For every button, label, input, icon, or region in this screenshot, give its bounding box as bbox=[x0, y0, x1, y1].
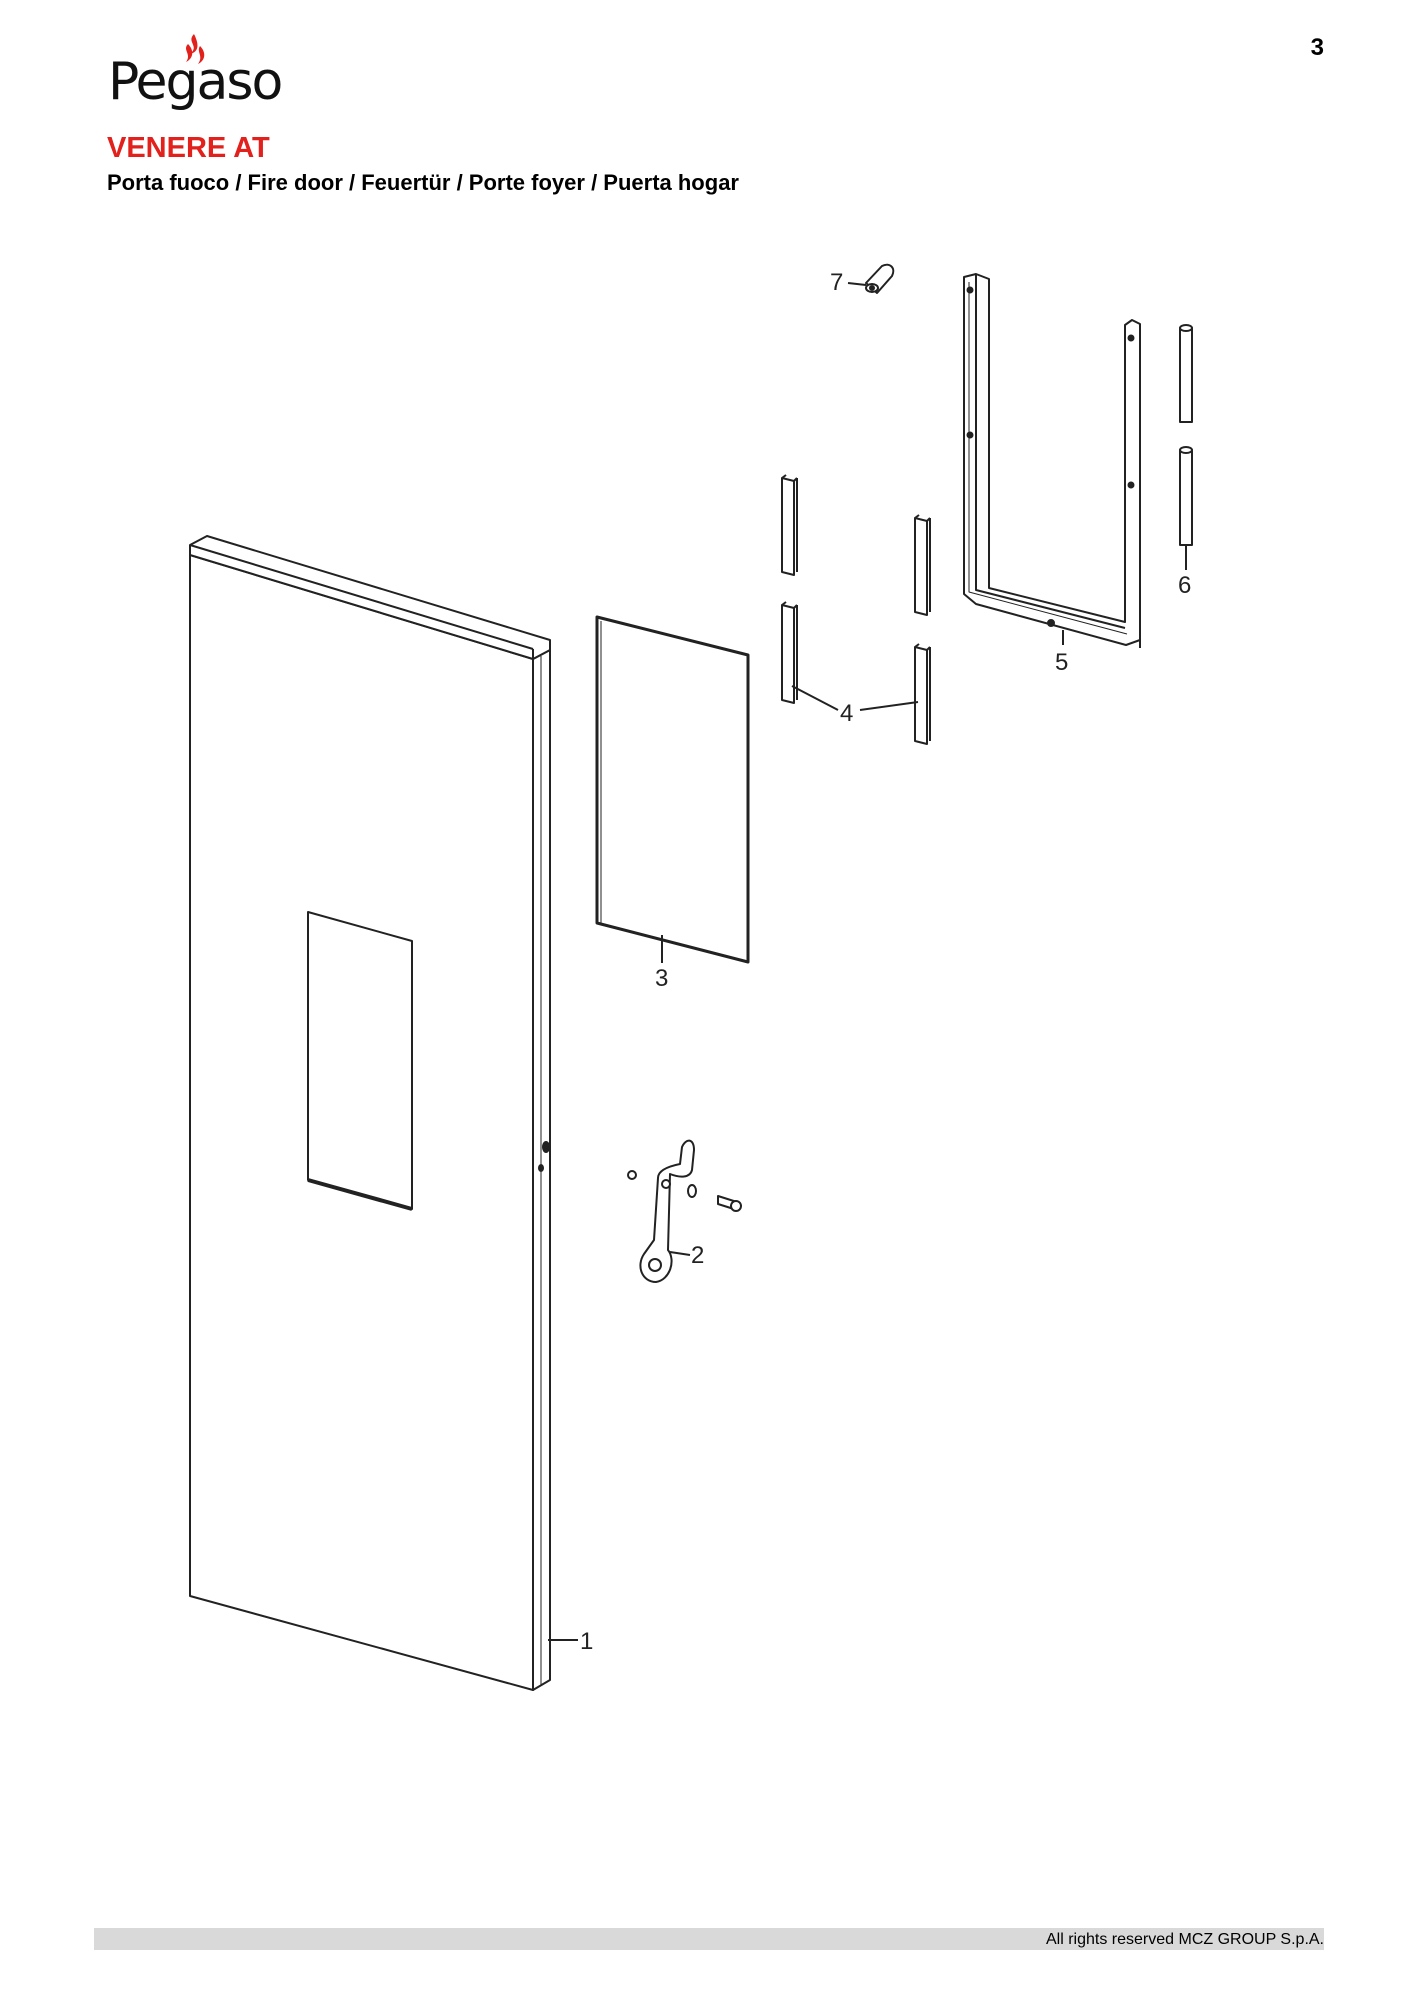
callout-6: 6 bbox=[1178, 572, 1191, 599]
hinge-pin bbox=[1179, 324, 1193, 546]
callout-4: 4 bbox=[840, 700, 853, 727]
footer-copyright: All rights reserved MCZ GROUP S.p.A. bbox=[1046, 1931, 1324, 1948]
callout-1: 1 bbox=[580, 1628, 593, 1655]
callout-line-7 bbox=[847, 282, 867, 286]
model-title: VENERE AT bbox=[107, 132, 270, 164]
pegaso-logo: Pegaso bbox=[104, 32, 284, 124]
callout-7: 7 bbox=[830, 269, 843, 296]
callout-5: 5 bbox=[1055, 649, 1068, 676]
brand-name: Pegaso bbox=[108, 52, 283, 112]
glass-panel bbox=[595, 615, 750, 964]
page-number: 3 bbox=[1310, 34, 1324, 61]
callout-2: 2 bbox=[691, 1242, 704, 1269]
callout-line-4a bbox=[791, 685, 839, 711]
flame-icon bbox=[186, 34, 205, 64]
callout-line-4b bbox=[859, 701, 919, 711]
footer-bar bbox=[94, 1928, 1324, 1950]
gasket-strips bbox=[781, 474, 931, 745]
section-subtitle: Porta fuoco / Fire door / Feuertür / Por… bbox=[107, 170, 739, 195]
callout-3: 3 bbox=[655, 965, 668, 992]
door-panel bbox=[189, 535, 551, 1691]
closing-handle bbox=[627, 1139, 742, 1283]
glass-frame bbox=[963, 273, 1141, 648]
bushing-part bbox=[865, 263, 895, 294]
callout-line-2 bbox=[669, 1251, 691, 1256]
